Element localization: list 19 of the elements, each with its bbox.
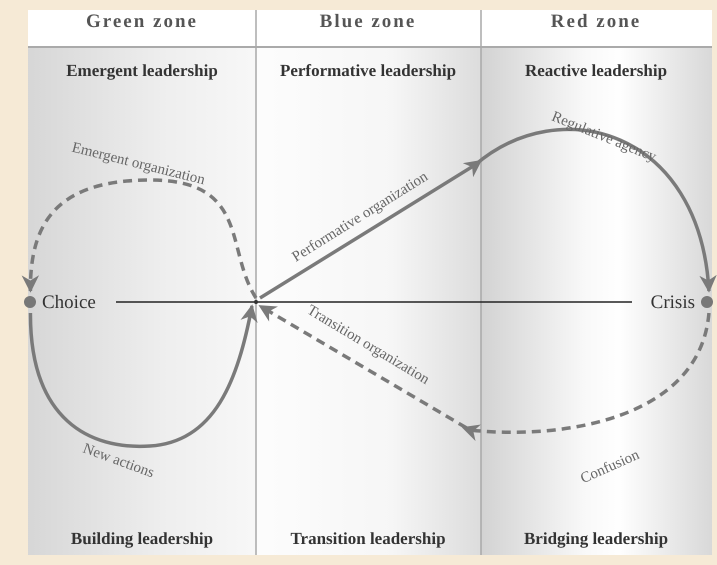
leadership-label: Transition leadership <box>290 529 446 549</box>
leadership-label: Bridging leadership <box>524 529 668 549</box>
arrow <box>28 304 258 448</box>
leadership-label: Building leadership <box>70 529 214 549</box>
arrow <box>259 128 717 300</box>
zone-title: Blue zone <box>320 11 416 33</box>
junction-point <box>254 300 258 304</box>
edge-label: New actions <box>80 440 156 482</box>
dashed-arrow <box>258 304 711 441</box>
connector-line <box>116 301 632 303</box>
point-label: Crisis <box>650 292 695 314</box>
zone-title: Red zone <box>550 11 642 33</box>
leadership-label: Reactive leadership <box>524 61 668 81</box>
dashed-arrow <box>22 178 258 299</box>
leadership-label: Performative leadership <box>280 61 456 81</box>
edge-label: Emergent organization <box>70 140 206 190</box>
zone-title: Green zone <box>86 11 198 33</box>
leadership-label: Emergent leadership <box>66 61 218 81</box>
point-label: Choice <box>42 292 96 314</box>
